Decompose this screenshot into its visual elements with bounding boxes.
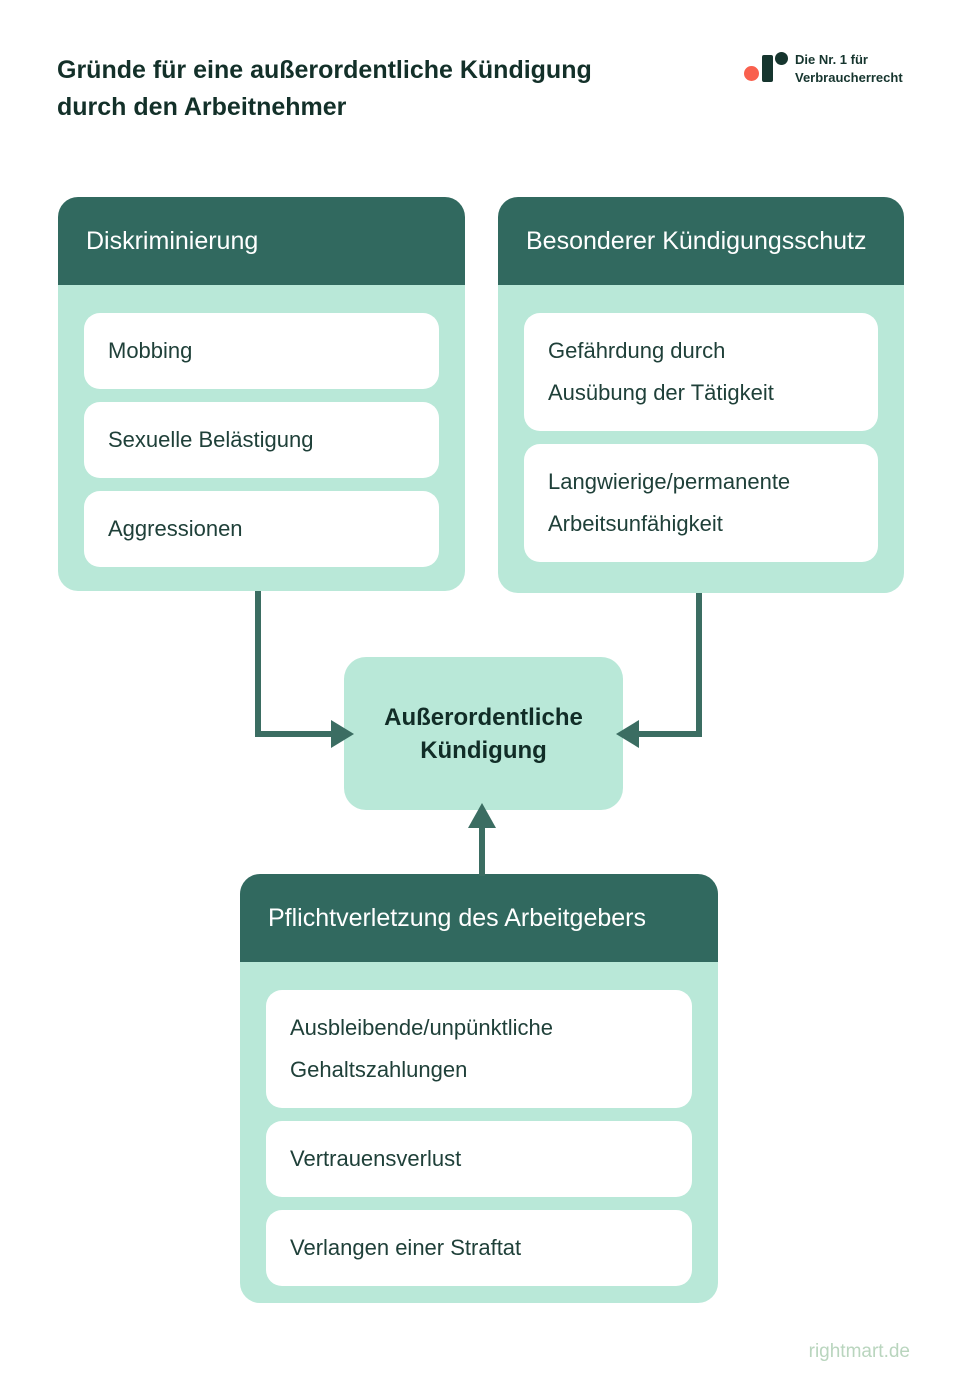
list-item-gefaehrdung: Gefährdung durch Ausübung der Tätigkeit [524,313,878,431]
group-body-besonderer-kuendigungsschutz: Gefährdung durch Ausübung der Tätigkeit … [498,285,904,593]
site-url: rightmart.de [808,1341,910,1362]
brand-logo-icon [744,52,790,84]
center-node-line-2: Kündigung [420,736,547,764]
group-title: Pflichtverletzung des Arbeitgebers [268,903,646,932]
group-title: Diskriminierung [86,226,259,255]
list-item-mobbing: Mobbing [84,313,439,389]
connector-arrow-left [255,591,354,748]
item-line: Verlangen einer Straftat [290,1235,522,1260]
list-item-aggressionen: Aggressionen [84,491,439,567]
group-besonderer-kuendigungsschutz: Besonderer Kündigungsschutz Gefährdung d… [498,197,904,593]
logo-bar-icon [762,55,773,82]
group-header-pflichtverletzung: Pflichtverletzung des Arbeitgebers [240,874,718,962]
list-item-verlangen-straftat: Verlangen einer Straftat [266,1210,692,1286]
item-line: Vertrauensverlust [290,1146,462,1171]
item-line: Mobbing [108,338,193,363]
page-title: Gründe für eine außerordentliche Kündigu… [57,52,687,126]
group-body-pflichtverletzung: Ausbleibende/unpünktliche Gehaltszahlung… [240,962,718,1303]
item-line: Ausübung der Tätigkeit [548,380,774,405]
item-line: Ausbleibende/unpünktliche [290,1015,553,1040]
item-line: Gefährdung durch [548,338,726,363]
connector-arrow-up [468,803,496,876]
logo-dark-dot-icon [775,52,788,65]
item-line: Sexuelle Belästigung [108,427,314,452]
brand-tagline-line-1: Die Nr. 1 für [795,52,868,67]
group-header-diskriminierung: Diskriminierung [58,197,465,285]
item-line: Aggressionen [108,516,243,541]
item-line: Arbeitsunfähigkeit [548,511,723,536]
group-body-diskriminierung: Mobbing Sexuelle Belästigung Aggressione… [58,285,465,591]
group-header-besonderer-kuendigungsschutz: Besonderer Kündigungsschutz [498,197,904,285]
brand-tagline-line-2: Verbraucherrecht [795,70,903,85]
group-pflichtverletzung: Pflichtverletzung des Arbeitgebers Ausbl… [240,874,718,1303]
group-diskriminierung: Diskriminierung Mobbing Sexuelle Belästi… [58,197,465,591]
logo-red-dot-icon [744,66,759,81]
page-title-line-2: durch den Arbeitnehmer [57,93,347,121]
list-item-vertrauensverlust: Vertrauensverlust [266,1121,692,1197]
group-title: Besonderer Kündigungsschutz [526,226,867,255]
list-item-sexuelle-belaestigung: Sexuelle Belästigung [84,402,439,478]
item-line: Gehaltszahlungen [290,1057,468,1082]
list-item-gehaltszahlungen: Ausbleibende/unpünktliche Gehaltszahlung… [266,990,692,1108]
center-node-ausserordentliche-kuendigung: Außerordentliche Kündigung [344,657,623,810]
item-line: Langwierige/permanente [548,469,791,494]
page-title-line-1: Gründe für eine außerordentliche Kündigu… [57,56,592,84]
center-node-line-1: Außerordentliche [384,703,583,731]
connector-arrow-right [616,593,702,748]
list-item-arbeitsunfaehigkeit: Langwierige/permanente Arbeitsunfähigkei… [524,444,878,562]
